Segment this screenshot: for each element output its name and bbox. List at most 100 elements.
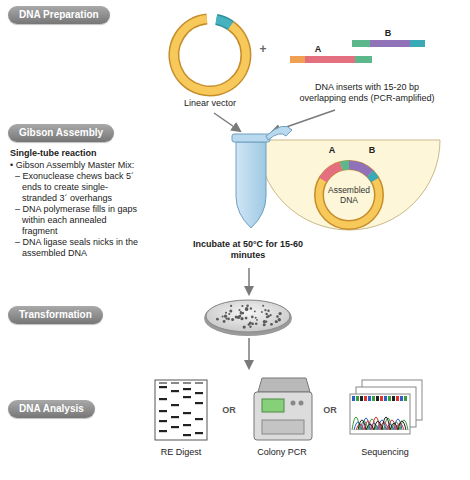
gel-band: [159, 410, 167, 412]
colony: [240, 317, 243, 320]
step-pill: Transformation: [8, 306, 103, 324]
step-pill: Gibson Assembly: [8, 124, 114, 142]
gel-band: [159, 420, 167, 422]
colony: [264, 309, 266, 311]
colony: [245, 317, 248, 320]
vector-end: [216, 20, 230, 26]
plus-sign: +: [256, 44, 270, 55]
reaction-note: – DNA ligase seals nicks in the assemble…: [15, 237, 140, 259]
base-call: [404, 396, 407, 401]
method-label: Colony PCR: [247, 447, 317, 458]
fragment-label: B: [366, 145, 378, 156]
part-label: Linear vector: [162, 98, 258, 109]
colony: [225, 312, 227, 314]
flow-arrow: [248, 338, 250, 368]
reaction-note: Single-tube reaction: [10, 148, 140, 159]
gel-band: [183, 424, 191, 426]
part-label: DNA inserts with 15-20 bp overlapping en…: [292, 82, 442, 104]
base-call: [380, 396, 383, 401]
colony: [249, 326, 251, 328]
tube-lid: [266, 126, 292, 140]
cycler-lid: [258, 378, 310, 392]
colony: [225, 318, 227, 320]
ring-a: [323, 166, 341, 180]
plate-rim: [204, 300, 292, 336]
insert-b: [370, 40, 410, 47]
ring-b: [349, 165, 370, 174]
gel-band: [171, 426, 179, 428]
colony: [235, 315, 238, 318]
gel-band: [171, 390, 179, 392]
colony: [250, 325, 252, 327]
plate: [206, 300, 290, 332]
colony: [276, 315, 279, 318]
colony: [254, 311, 256, 313]
cycler-screen: [262, 399, 284, 412]
colony: [239, 309, 241, 311]
step-title: DNA Preparation: [19, 9, 99, 20]
colony: [224, 315, 227, 318]
ring-overlap: [341, 165, 349, 166]
method-label: Sequencing: [348, 447, 422, 458]
base-call: [392, 396, 395, 401]
gel-band: [195, 418, 203, 420]
base-call: [376, 396, 379, 401]
colony: [255, 317, 257, 319]
or-label: OR: [317, 405, 343, 416]
colony: [222, 316, 224, 318]
magnified-view: [258, 140, 440, 230]
base-call: [352, 396, 355, 401]
colony: [262, 305, 264, 307]
vector-ring: [174, 19, 246, 91]
gel-band: [171, 416, 179, 418]
insert-b-end: [352, 40, 370, 47]
insert-a: [305, 56, 355, 63]
gel-band: [183, 434, 191, 436]
colony: [249, 321, 252, 324]
colony: [263, 323, 266, 326]
fragment-label: B: [382, 28, 394, 39]
insert-b-end: [410, 40, 425, 47]
gel-band: [183, 396, 191, 398]
gel-bands: [159, 382, 203, 436]
step-title: DNA Analysis: [19, 403, 84, 414]
reaction-note: – DNA polymerase fills in gaps within ea…: [15, 204, 140, 237]
colony: [267, 315, 270, 318]
flow-arrow: [214, 113, 240, 131]
gel: [155, 380, 207, 440]
colony: [276, 321, 278, 323]
gel-band: [183, 388, 191, 390]
colony: [265, 313, 268, 316]
tube-cap: [232, 134, 270, 142]
trace-frame: [350, 394, 410, 434]
gel-band: [195, 402, 203, 404]
colony: [230, 305, 232, 307]
base-call: [356, 396, 359, 401]
gel-well: [171, 382, 179, 384]
base-strip: [352, 396, 407, 401]
fragment-label: A: [326, 145, 338, 156]
colony: [279, 312, 282, 315]
trace-peaks: [358, 417, 406, 430]
base-call: [364, 396, 367, 401]
flow-arrow: [248, 268, 250, 294]
base-call: [368, 396, 371, 401]
base-call: [384, 396, 387, 401]
gel-band: [159, 398, 167, 400]
base-call: [400, 396, 403, 401]
gel-band: [195, 392, 203, 394]
colony: [240, 312, 242, 314]
colony: [241, 305, 243, 307]
colony: [270, 314, 272, 316]
colony: [228, 313, 230, 315]
base-call: [360, 396, 363, 401]
colony: [245, 308, 248, 311]
insert-a-end: [290, 56, 305, 63]
vector-end: [216, 20, 230, 26]
assembled-ring: [319, 165, 379, 225]
step-pill: DNA Analysis: [8, 400, 95, 418]
colony: [275, 320, 278, 323]
gel-band: [171, 404, 179, 406]
colony: [227, 318, 230, 321]
